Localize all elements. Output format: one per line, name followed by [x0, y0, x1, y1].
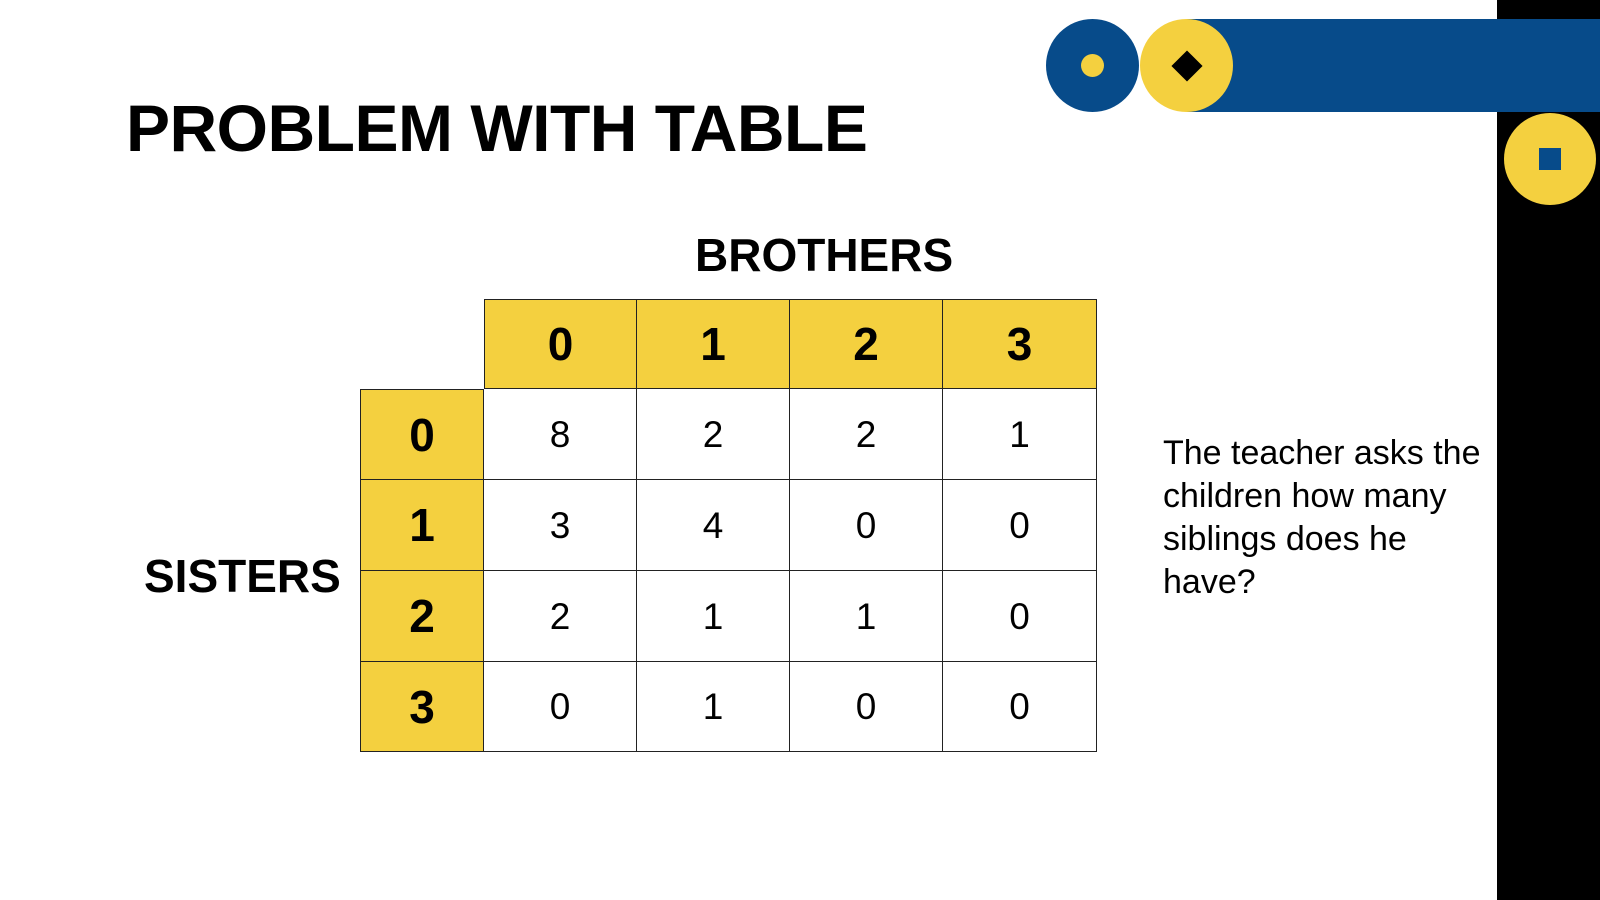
- yellow-dot-icon: [1081, 54, 1104, 77]
- row-header: 3: [360, 662, 484, 752]
- table-cell: 1: [943, 389, 1097, 480]
- table-cell: 0: [790, 662, 943, 752]
- column-header: 3: [943, 299, 1097, 389]
- black-diamond-icon: [1170, 49, 1203, 82]
- row-axis-label: SISTERS: [144, 550, 341, 602]
- yellow-circle-decoration-side: [1504, 113, 1596, 205]
- row-header: 2: [360, 571, 484, 662]
- table-cell: 4: [637, 480, 790, 571]
- slide-title: PROBLEM WITH TABLE: [126, 91, 868, 165]
- table-cell: 1: [790, 571, 943, 662]
- table-cell: 2: [637, 389, 790, 480]
- yellow-circle-decoration: [1140, 19, 1233, 112]
- table-cell: 1: [637, 571, 790, 662]
- table-cell: 2: [484, 571, 637, 662]
- blue-header-bar: [1186, 19, 1600, 112]
- row-header: 0: [360, 389, 484, 480]
- table-cell: 2: [790, 389, 943, 480]
- table-cell: 0: [943, 571, 1097, 662]
- row-header: 1: [360, 480, 484, 571]
- table-cell: 0: [943, 480, 1097, 571]
- column-header: 1: [637, 299, 790, 389]
- table-cell: 0: [484, 662, 637, 752]
- siblings-table: 0 1 2 3 0 8 2 2 1 1 3 4 0 0 2 2 1 1 0 3 …: [360, 299, 1097, 752]
- table-cell: 8: [484, 389, 637, 480]
- table-cell: 0: [943, 662, 1097, 752]
- column-axis-label: BROTHERS: [695, 229, 954, 281]
- blue-circle-decoration: [1046, 19, 1139, 112]
- table-cell: 1: [637, 662, 790, 752]
- blue-square-icon: [1539, 148, 1561, 170]
- column-header: 0: [484, 299, 637, 389]
- table-cell: 0: [790, 480, 943, 571]
- table-cell: 3: [484, 480, 637, 571]
- question-text: The teacher asks the children how many s…: [1163, 434, 1481, 601]
- table-corner: [360, 299, 484, 389]
- column-header: 2: [790, 299, 943, 389]
